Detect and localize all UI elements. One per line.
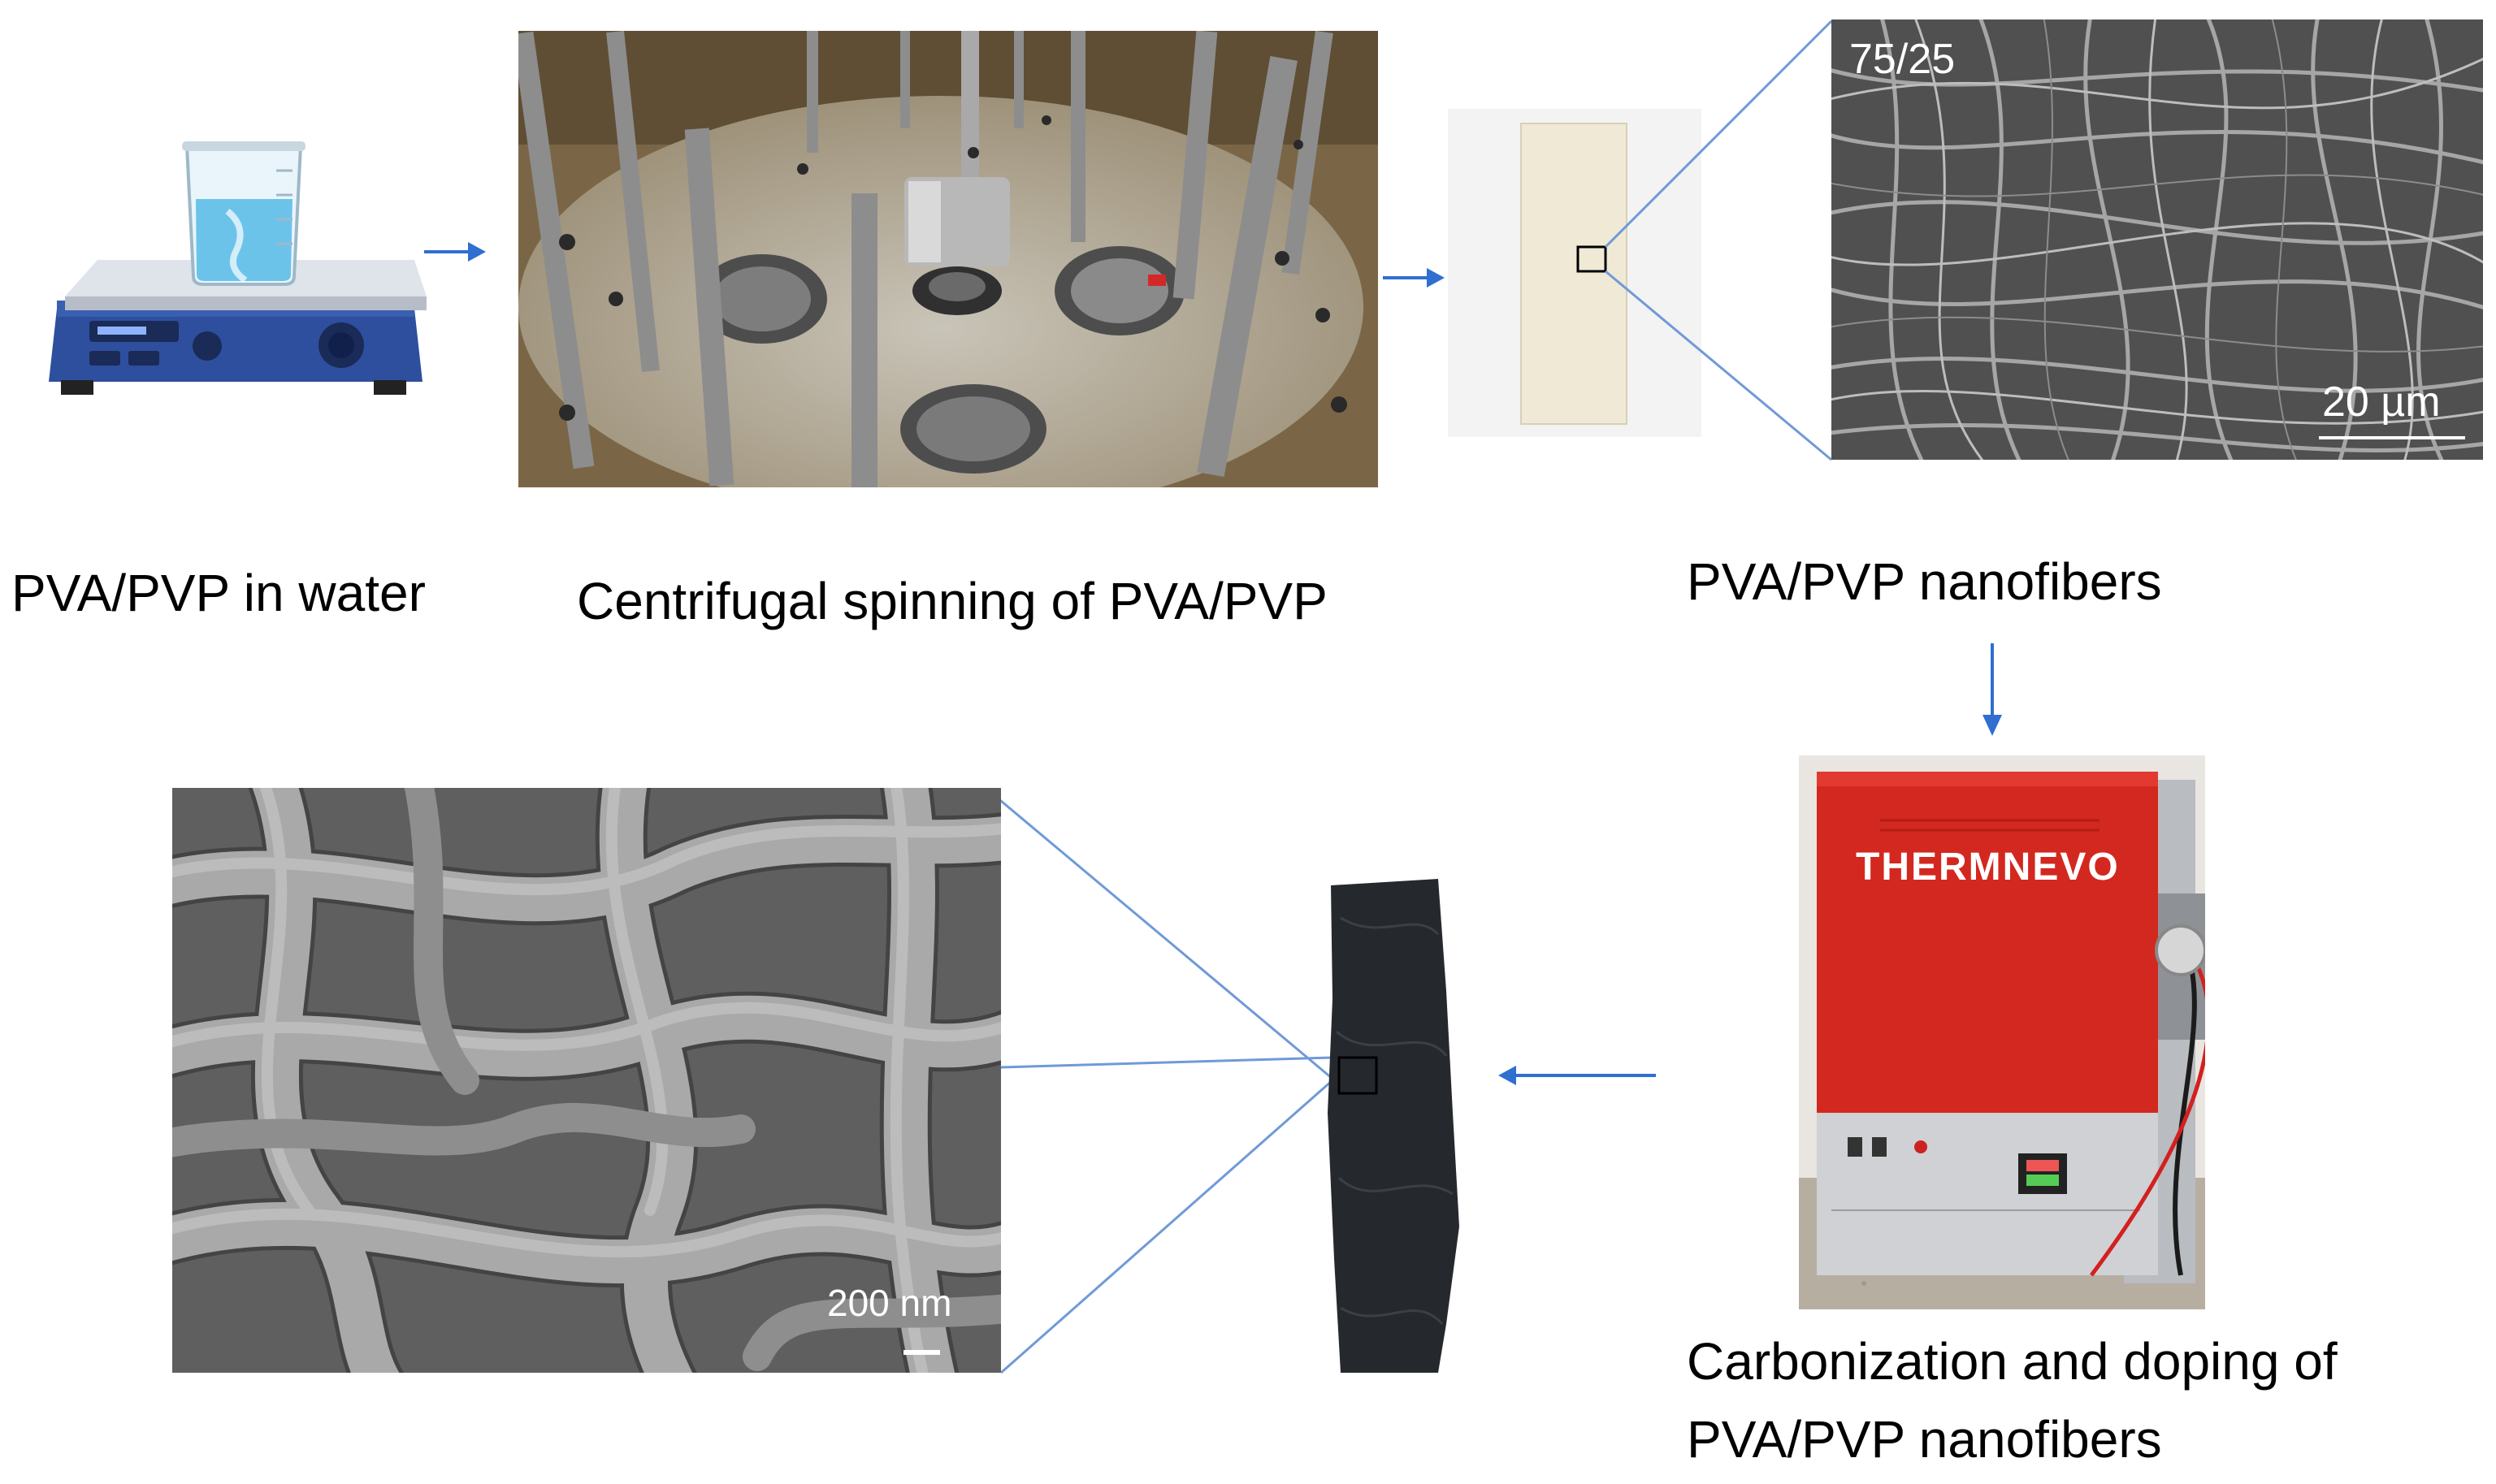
step-label-carbonization-line2: PVA/PVP nanofibers bbox=[1687, 1410, 2162, 1469]
arrow-right-1 bbox=[422, 236, 488, 268]
step-label-solution: PVA/PVP in water bbox=[11, 564, 426, 622]
step-label-spinning: Centrifugal spinning of PVA/PVP bbox=[577, 572, 1328, 630]
carbon-fiber-mat-photo bbox=[1316, 869, 1462, 1389]
centrifugal-spinning-photo bbox=[518, 31, 1378, 487]
hotplate-stirrer-illustration bbox=[32, 122, 439, 406]
white-fiber-mat-photo bbox=[1448, 109, 1701, 437]
step-label-carbonization-line1: Carbonization and doping of bbox=[1687, 1332, 2338, 1391]
furnace-brand-label: THERMNEVO bbox=[1856, 846, 2120, 889]
sem-bottom-scale-bar-label: 200 nm bbox=[827, 1282, 952, 1324]
sem-ratio-label: 75/25 bbox=[1849, 36, 1956, 83]
sem-image-top: 75/25 20 µm bbox=[1831, 19, 2483, 460]
sem-image-bottom: 200 nm bbox=[172, 788, 1001, 1373]
arrow-left bbox=[1497, 1059, 1659, 1092]
furnace-photo: THERMNEVO bbox=[1799, 755, 2205, 1309]
step-label-nanofibers: PVA/PVP nanofibers bbox=[1687, 552, 2162, 611]
arrow-down bbox=[1976, 642, 2008, 739]
sem-top-scale-bar-label: 20 µm bbox=[2322, 379, 2441, 426]
arrow-right-2 bbox=[1381, 262, 1446, 294]
